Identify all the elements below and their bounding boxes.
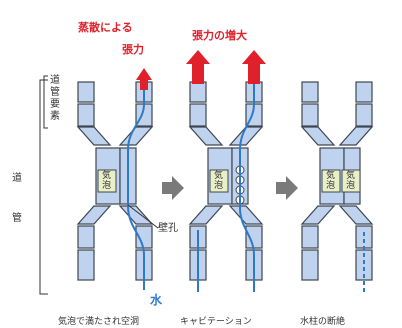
vessel-cell — [189, 81, 207, 103]
vessel-cell — [300, 126, 336, 146]
gas-label-3a: 気 — [326, 171, 336, 181]
vessel-element-label-2: 管 — [50, 87, 60, 98]
vessel-cell — [355, 103, 373, 127]
vessel-cell — [228, 126, 264, 146]
step-arrow-1 — [162, 176, 184, 200]
vessel-cell — [355, 81, 373, 103]
evaporation-tension-label-2: 張力 — [122, 43, 144, 56]
tension-arrow-right — [242, 50, 266, 84]
vessel-cell — [118, 126, 154, 146]
gas-label-1a: 気 — [102, 171, 112, 181]
pit-leader-line — [127, 204, 159, 229]
vessel-cell — [301, 81, 319, 103]
gas-bubble-box — [321, 169, 341, 193]
vessel-bracket — [39, 79, 48, 295]
vessel-cell — [300, 205, 336, 225]
vessel-element-label-1: 道 — [50, 75, 60, 86]
tension-arrow-shaft — [248, 62, 260, 84]
cavitation-bubbles — [235, 165, 245, 205]
caption-3: 水柱の断絶 — [300, 317, 346, 327]
vessel-label-1: 道 — [12, 173, 22, 184]
gas-bubble-box — [341, 169, 361, 193]
tension-arrow-shaft — [192, 62, 204, 84]
vessel-element-label-3: 要 — [50, 99, 60, 110]
vessel-cell — [301, 103, 319, 127]
gas-label-2a: 気 — [214, 171, 224, 181]
tension-arrow-left — [186, 50, 210, 84]
caption-2: キャビテーション — [180, 317, 252, 327]
water-label: 水 — [150, 293, 163, 307]
panel-2-vessel — [188, 81, 264, 281]
tension-arrow-shaft — [140, 80, 148, 90]
tension-arrow-head — [242, 50, 266, 64]
vessel-cell — [228, 205, 264, 225]
vessel-cell — [301, 225, 319, 249]
tension-increase-label: 張力の増大 — [192, 29, 247, 42]
vessel-cell — [77, 81, 95, 103]
vessel-cell — [338, 205, 374, 225]
evaporation-tension-label-1: 蒸散による — [78, 21, 133, 34]
vessel-cell — [118, 205, 154, 225]
vessel-cell — [76, 126, 112, 146]
vessel-cell — [188, 205, 224, 225]
vessel-cell — [77, 225, 95, 249]
vessel-cell — [189, 103, 207, 127]
vessel-cell — [355, 225, 373, 249]
gas-label-1b: 泡 — [102, 181, 112, 191]
pit-label: 壁孔 — [158, 223, 178, 234]
vessel-cell — [77, 249, 95, 281]
tension-arrow-head — [136, 68, 152, 80]
gas-bubble-box — [97, 169, 117, 193]
step-arrow-2 — [276, 176, 298, 200]
vessel-cell — [77, 103, 95, 127]
gas-label-3b: 泡 — [326, 181, 336, 191]
tension-arrow-head — [186, 50, 210, 64]
gas-label-4a: 気 — [346, 171, 356, 181]
water-path — [127, 78, 145, 290]
vessel-element-bracket — [43, 75, 48, 129]
vessel-cell — [301, 249, 319, 281]
gas-label-4b: 泡 — [346, 181, 356, 191]
vessel-element-label-4: 素 — [50, 111, 60, 122]
vessel-cell — [338, 126, 374, 146]
caption-1: 気泡で満たされ空洞 — [58, 317, 140, 327]
gas-bubble-box — [209, 169, 229, 193]
vessel-cell — [76, 205, 112, 225]
vessel-cell — [188, 126, 224, 146]
vessel-label-2: 管 — [12, 213, 22, 224]
water-path — [239, 78, 255, 292]
gas-label-2b: 泡 — [214, 181, 224, 191]
